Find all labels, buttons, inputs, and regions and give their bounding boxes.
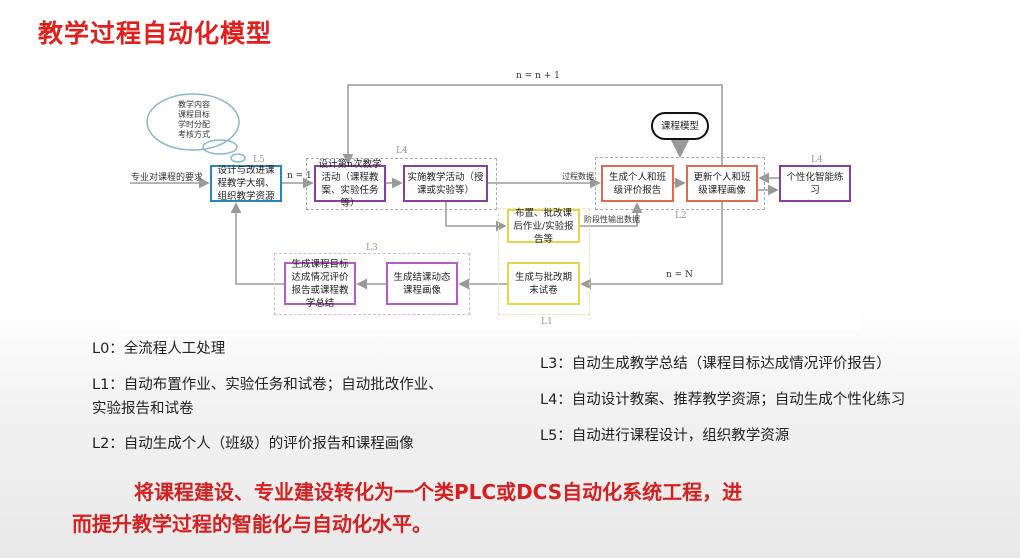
n-equals-1: n = 1 — [287, 171, 312, 181]
note-l5: L5：自动进行课程设计，组织教学资源 — [540, 428, 790, 444]
cloud-line: 教学内容 — [178, 100, 210, 109]
cloud-text: 教学内容 课程目标 学时分配 考核方式 — [166, 100, 222, 140]
slide-title: 教学过程自动化模型 — [38, 19, 273, 48]
box-design-activity: 设计第n次教学活动（课程教案、实验任务等） — [314, 159, 386, 209]
conclusion-line-1: 将课程建设、专业建设转化为一个类PLC或DCS自动化系统工程，进 — [134, 480, 743, 504]
thought-bubble — [202, 139, 238, 155]
note-l0: L0：全流程人工处理 — [92, 341, 226, 357]
group-l4 — [306, 158, 497, 210]
box-dynamic-portrait: 生成结课动态课程画像 — [386, 262, 458, 305]
course-model-node: 课程模型 — [651, 112, 709, 140]
box-implement: 实施教学活动（授课或实验等） — [403, 165, 488, 202]
level-l2: L2 — [675, 211, 687, 221]
note-l3: L3：自动生成教学总结（课程目标达成情况评价报告） — [540, 356, 891, 372]
box-assign: 布置、批改课后作业/实验报告等 — [507, 208, 580, 245]
note-l1: L1：自动布置作业、实验任务和试卷；自动批改作业、 — [92, 377, 443, 393]
level-l4: L4 — [811, 155, 823, 165]
level-l1: L1 — [541, 317, 553, 327]
conclusion-line-2: 而提升教学过程的智能化与自动化水平。 — [72, 512, 432, 536]
note-l2: L2：自动生成个人（班级）的评价报告和课程画像 — [92, 436, 414, 452]
thought-bubble — [230, 153, 246, 163]
group-l3 — [274, 253, 470, 315]
stage-output-label: 阶段性输出数据 — [584, 215, 640, 224]
box-design-course: 设计与改进课程教学大纲、组织教学资源 — [210, 165, 282, 202]
cloud-line: 课程目标 — [178, 110, 210, 119]
process-data-label: 过程数据 — [562, 172, 594, 181]
box-practice: 个性化智能练习 — [779, 165, 851, 202]
box-gen-report: 生成个人和班级评价报告 — [601, 165, 674, 202]
n-plus-1: n = n + 1 — [516, 71, 560, 81]
group-l2 — [595, 157, 765, 210]
input-label: 专业对课程的要求 — [131, 173, 204, 183]
group-l1 — [498, 208, 590, 315]
box-final-exam: 生成与批改期末试卷 — [507, 262, 580, 305]
box-summary: 生成课程目标达成情况评价报告或课程教学总结 — [284, 259, 356, 309]
cloud-line: 学时分配 — [178, 120, 210, 129]
n-equals-N: n = N — [666, 270, 693, 280]
cloud-line: 考核方式 — [178, 130, 210, 139]
level-l5: L5 — [253, 155, 265, 165]
thought-cloud — [146, 93, 240, 151]
level-l4: L4 — [396, 146, 408, 156]
note-l4: L4：自动设计教案、推荐教学资源；自动生成个性化练习 — [540, 392, 906, 408]
box-update-portrait: 更新个人和班级课程画像 — [686, 165, 758, 202]
note-l1-cont: 实验报告和试卷 — [92, 401, 194, 417]
level-l3: L3 — [366, 243, 378, 253]
